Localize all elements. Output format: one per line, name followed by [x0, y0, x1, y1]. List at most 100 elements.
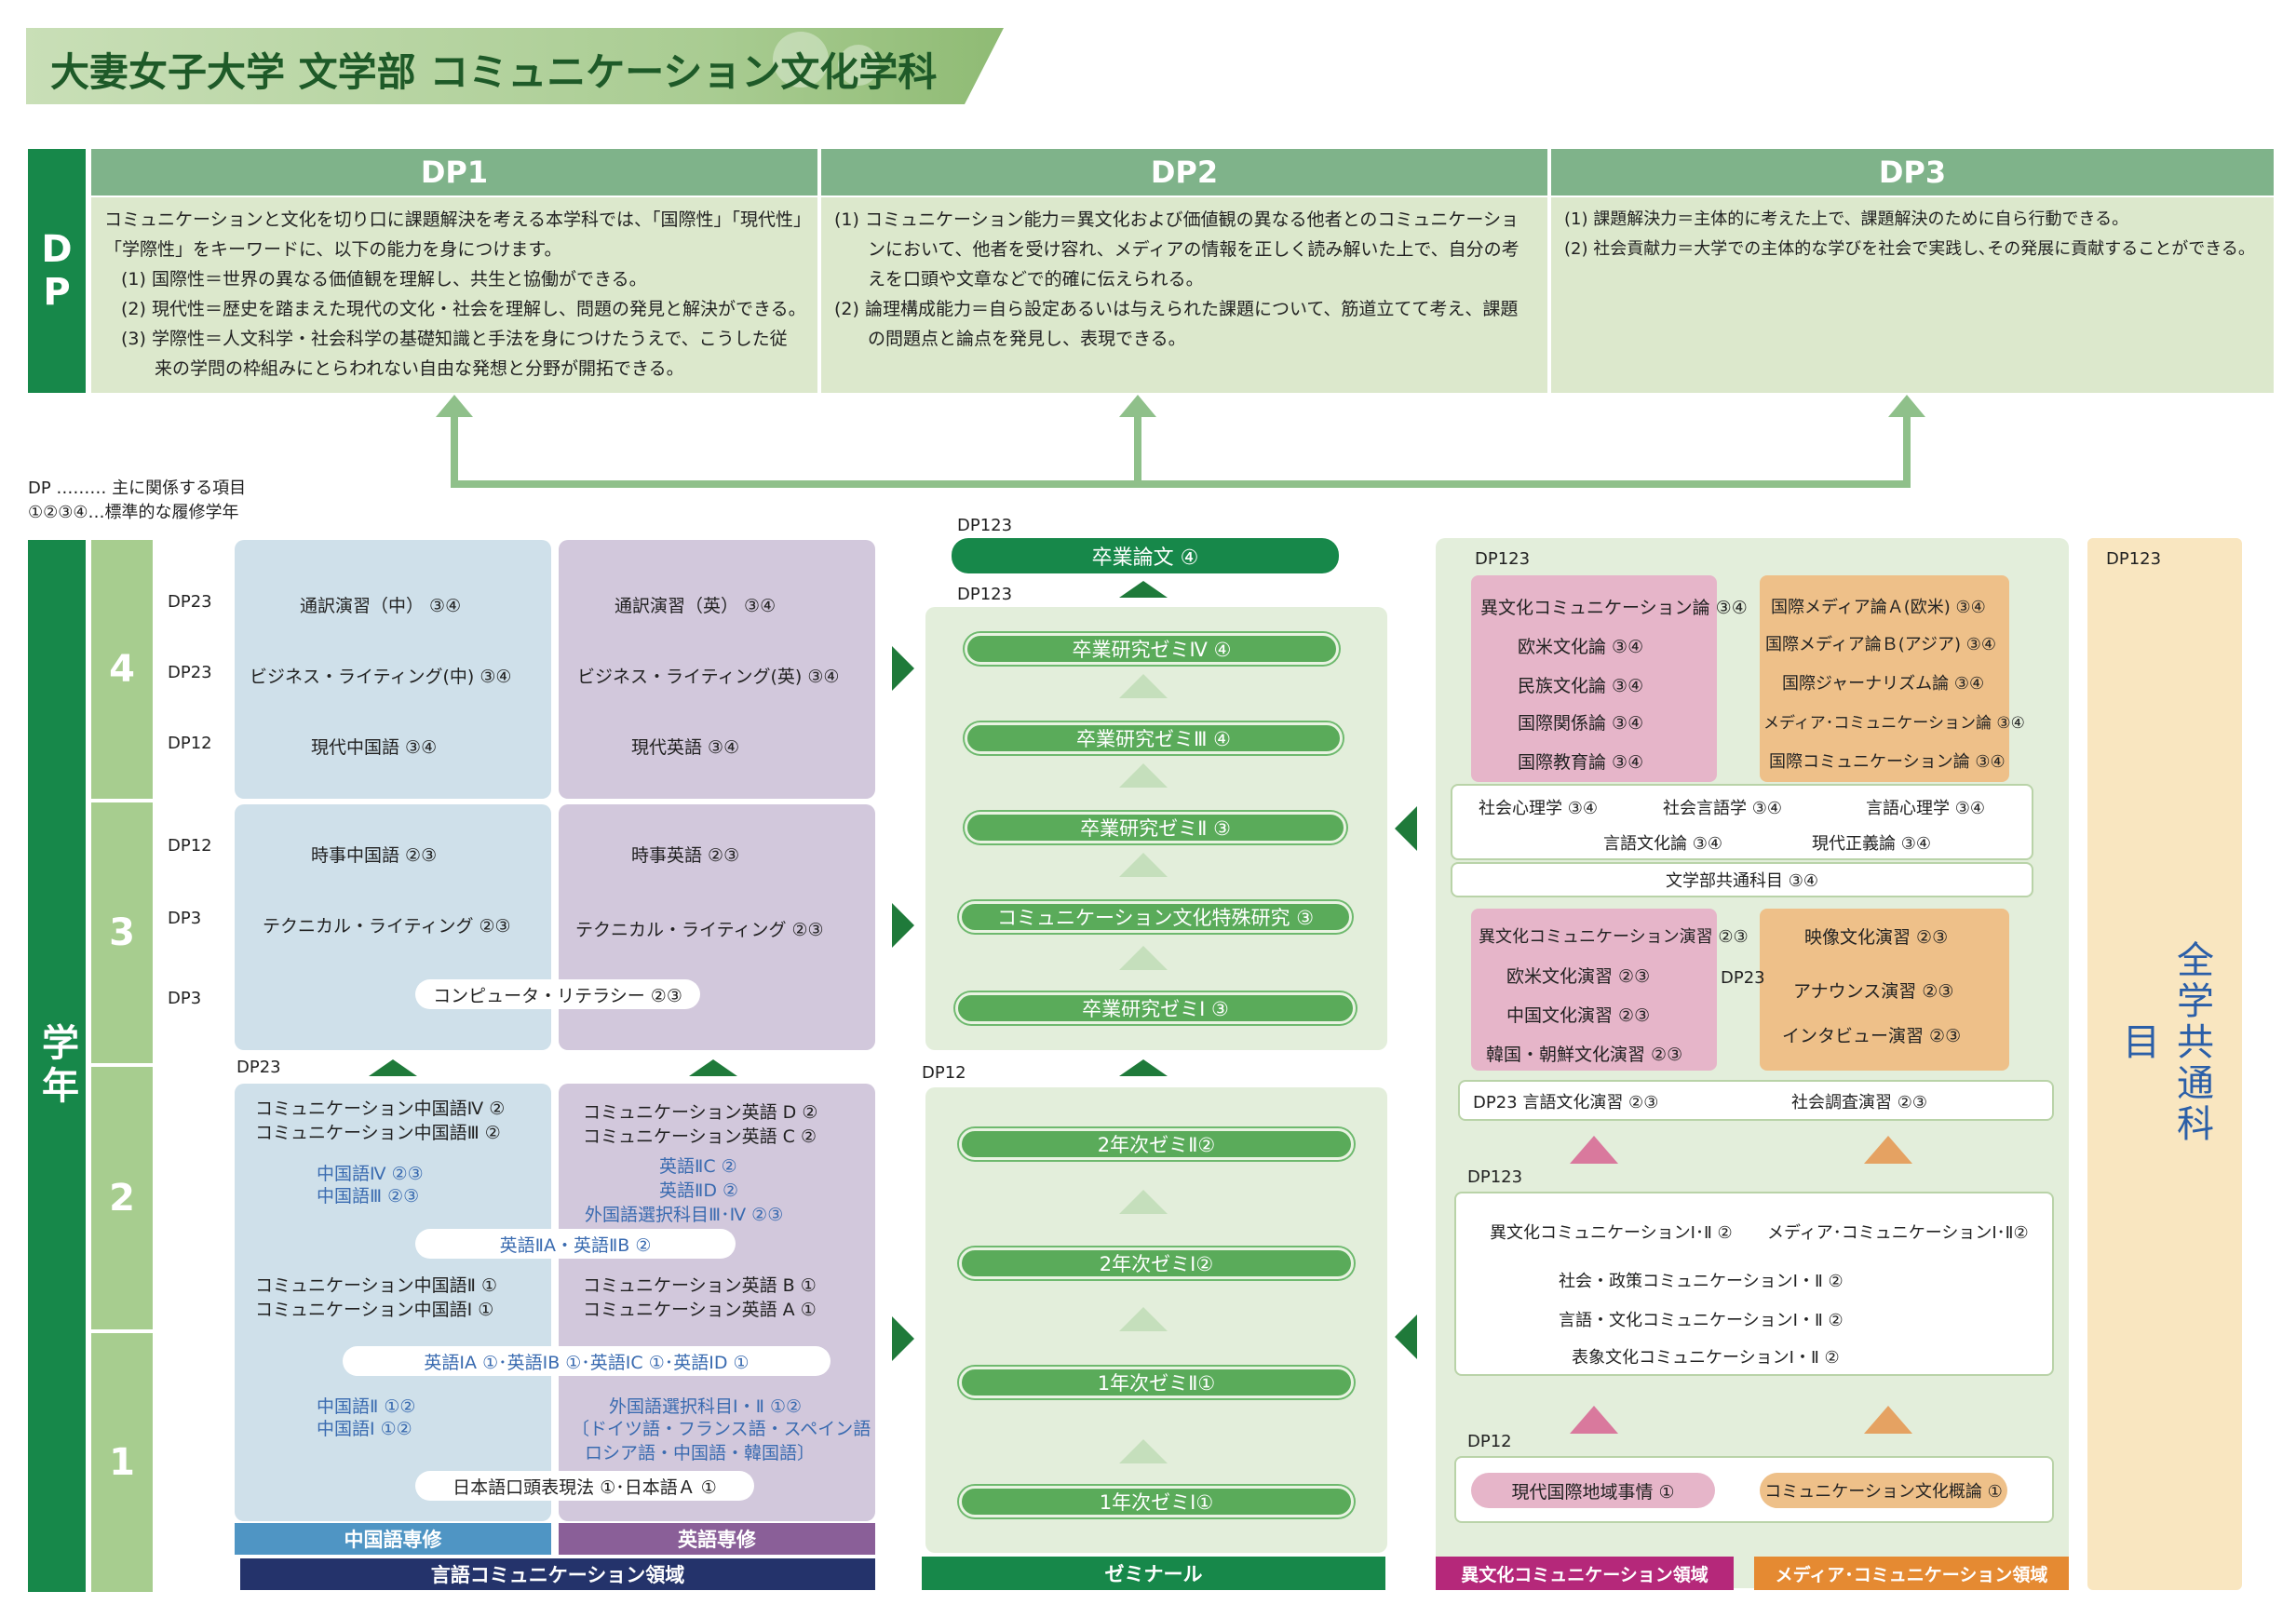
cn-year12-panel: [235, 1084, 551, 1521]
course: コミュニケーション中国語Ⅰ ①: [255, 1300, 494, 1320]
dp-row-label: DP3: [168, 989, 202, 1008]
legend-line: ①②③④…標準的な履修学年: [28, 503, 239, 522]
shared-course-pill: 英語ⅡA・英語ⅡB ②: [415, 1229, 736, 1259]
course: 社会心理学 ③④: [1479, 799, 1598, 818]
arrow-left-icon: [1395, 1315, 1417, 1359]
connector-line: [1134, 415, 1141, 488]
arrow-left-icon: [1395, 806, 1417, 851]
seminar-pill: 卒業研究ゼミⅡ ③: [965, 812, 1346, 843]
dp-label: DP123: [957, 516, 1013, 535]
course: テクニカル・ライティング ②③: [575, 920, 824, 940]
course: 国際関係論 ③④: [1518, 713, 1644, 734]
connector-line: [451, 415, 458, 488]
dp-label: DP23: [1721, 968, 1765, 988]
course: 社会・政策コミュニケーションⅠ・Ⅱ ②: [1559, 1272, 1844, 1291]
page-title: 大妻女子大学 文学部 コミュニケーション文化学科: [50, 49, 938, 95]
course: 国際メディア論Ｂ(アジア) ③④: [1765, 635, 1997, 654]
en-major-label: 英語専修: [559, 1523, 875, 1555]
dp1-line: (2) 現代性＝歴史を踏まえた現代の文化・社会を理解し、問題の発見と解決ができる…: [121, 299, 806, 319]
arrow-up-icon: [1570, 1136, 1618, 1164]
dp2-line: (1) コミュニケーション能力＝異文化および価値観の異なる他者とのコミュニケーシ…: [834, 209, 1519, 230]
arrow-right-icon: [892, 646, 914, 691]
dp3-line: (2) 社会貢献力＝大学での主体的な学びを社会で実践し､その発展に貢献することが…: [1564, 239, 2255, 259]
legend-line: DP ……… 主に関係する項目: [28, 479, 247, 498]
arrow-up-icon: [1119, 946, 1168, 970]
arrow-up-icon: [1570, 1406, 1618, 1434]
course: 異文化コミュニケーションⅠ･Ⅱ ②: [1490, 1223, 1733, 1243]
course: 現代英語 ③④: [631, 737, 740, 758]
arrow-up-icon: [1119, 395, 1156, 417]
course: 中国語Ⅲ ②③: [317, 1186, 420, 1207]
year-4: 4: [91, 540, 153, 799]
arrow-up-icon: [1119, 581, 1168, 598]
course: メディア･コミュニケーションⅠ･Ⅱ②: [1767, 1223, 2029, 1243]
cn-year3-panel: [235, 804, 551, 1050]
course: 民族文化論 ③④: [1518, 676, 1644, 696]
arrow-up-icon: [1864, 1406, 1912, 1434]
dp2-line: ンにおいて、他者を受け容れ、メディアの情報を正しく読み解いた上で、自分の考: [868, 239, 1519, 260]
course: 時事中国語 ②③: [311, 845, 438, 866]
dp-row-label: DP12: [168, 734, 212, 753]
arrow-up-icon: [689, 1059, 737, 1076]
orange-upper-box: [1760, 575, 2009, 782]
course: 英語ⅡD ②: [659, 1180, 739, 1201]
arrow-up-icon: [436, 395, 473, 417]
year-side-label: 学年: [28, 540, 86, 1592]
dp-row-label: DP12: [168, 836, 212, 856]
dp1-line: (3) 学際性＝人文科学・社会科学の基礎知識と手法を身につけたうえで、こうした従: [121, 329, 788, 349]
course: 言語・文化コミュニケーションⅠ・Ⅱ ②: [1559, 1311, 1844, 1330]
course: インタビュー演習 ②③: [1782, 1026, 1962, 1046]
course: 欧米文化論 ③④: [1518, 637, 1644, 657]
university-panel: [2087, 538, 2242, 1590]
dp1-line: 「学際性」をキーワードに、以下の能力を身につけます。: [104, 239, 562, 260]
dp-label: DP123: [1475, 549, 1531, 569]
course: 中国語Ⅳ ②③: [317, 1164, 424, 1184]
dp-label: DP12: [1467, 1432, 1512, 1451]
course: 中国語Ⅱ ①②: [317, 1396, 416, 1417]
course: 通訳演習（英） ③④: [615, 596, 777, 616]
arrow-up-icon: [1119, 674, 1168, 698]
course: 中国語Ⅰ ①②: [317, 1419, 412, 1439]
course: コミュニケーション英語 D ②: [583, 1102, 818, 1123]
cn-year4-panel: [235, 540, 551, 799]
arrow-up-icon: [1119, 1059, 1168, 1076]
year-2: 2: [91, 1067, 153, 1329]
course: 国際メディア論Ａ(欧米) ③④: [1771, 598, 1986, 617]
dp2-header: DP2: [821, 149, 1547, 196]
dp-row-label: DP23: [168, 592, 212, 612]
course: 現代正義論 ③④: [1812, 834, 1931, 854]
course: 現代中国語 ③④: [311, 737, 438, 758]
course: 言語文化論 ③④: [1603, 834, 1722, 854]
arrow-up-icon: [1119, 1439, 1168, 1463]
arrow-up-icon: [369, 1059, 417, 1076]
dp-side-label: D P: [28, 149, 86, 393]
seminar-pill: 卒業研究ゼミⅢ ④: [965, 722, 1343, 754]
seminar-label: ゼミナール: [922, 1557, 1385, 1590]
arrow-right-icon: [892, 903, 914, 948]
seminar-pill: 1年次ゼミⅡ①: [959, 1367, 1354, 1398]
pink-domain-label: 異文化コミュニケーション領域: [1436, 1557, 1734, 1590]
dp-label: DP12: [922, 1063, 966, 1083]
connector-line: [451, 480, 1911, 488]
intro-pill: コミュニケーション文化概論 ①: [1760, 1473, 2007, 1508]
year-3: 3: [91, 802, 153, 1063]
dp-label: DP123: [2106, 549, 2162, 569]
thesis-pill: 卒業論文 ④: [952, 538, 1339, 573]
arrow-up-icon: [1864, 1136, 1912, 1164]
title-banner: [26, 28, 1004, 104]
seminar-pill: 2年次ゼミⅠ②: [959, 1247, 1354, 1279]
university-label-text: 全学共通科目: [2116, 940, 2213, 1145]
dp2-line: の問題点と論点を発見し、表現できる。: [868, 329, 1186, 349]
course: 国際コミュニケーション論 ③④: [1769, 752, 2006, 772]
seminar-pill: 2年次ゼミⅡ②: [959, 1128, 1354, 1160]
course: 国際ジャーナリズム論 ③④: [1782, 674, 1985, 694]
shared-course-pill: 英語ⅠA ①･英語ⅠB ①･英語ⅠC ①･英語ⅠD ①: [343, 1346, 831, 1376]
course: 外国語選択科目Ⅲ･Ⅳ ②③: [585, 1205, 784, 1225]
university-label: 全学共通科目: [2116, 922, 2213, 1164]
cn-major-label: 中国語専修: [235, 1523, 551, 1555]
dp1-body: コミュニケーションと文化を切り口に課題解決を考える本学科では、「国際性」「現代性…: [91, 197, 817, 393]
en-year3-panel: [559, 804, 875, 1050]
course: 通訳演習（中） ③④: [300, 596, 462, 616]
arrow-up-icon: [1119, 853, 1168, 877]
course: コミュニケーション中国語Ⅳ ②: [255, 1099, 506, 1119]
